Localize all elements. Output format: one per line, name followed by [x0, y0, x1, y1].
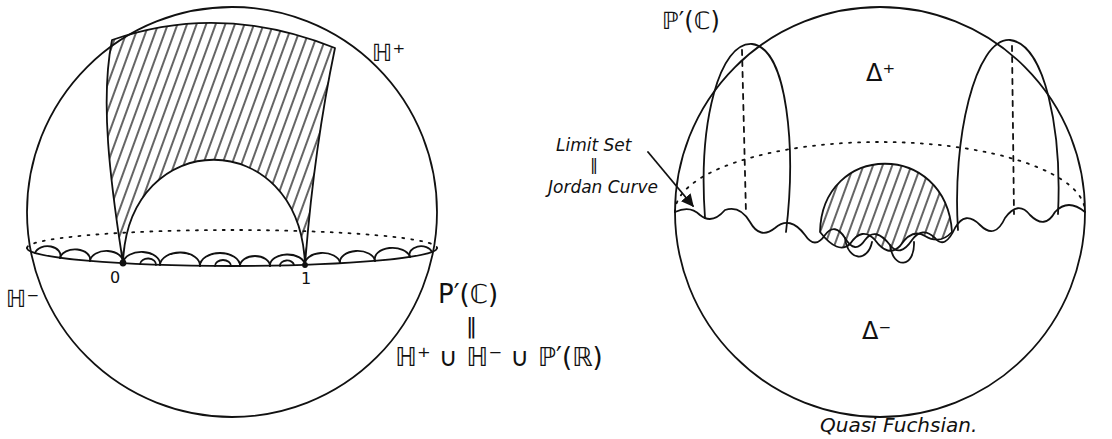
equals-sign: ‖ [590, 156, 598, 174]
space-label: P′(ℂ) [438, 280, 498, 309]
riemann-sphere [27, 7, 437, 417]
riemann-sphere [675, 7, 1085, 417]
limit-arch-back [1012, 46, 1014, 214]
jordan-curve [675, 205, 1085, 250]
limit-arch [704, 44, 790, 232]
equals-sign: ‖ [466, 314, 477, 338]
limit-arch-back [742, 50, 746, 214]
decomposition-formula: ℍ⁺ ∪ ℍ⁻ ∪ ℙ′(ℝ) [395, 343, 603, 372]
annotation-text: Limit Set [556, 136, 631, 155]
point-dot [121, 261, 126, 266]
caption-note: Quasi Fuchsian. [820, 414, 977, 436]
hatched-region [107, 23, 335, 265]
point-label: 1 [301, 270, 311, 288]
limit-arch [957, 40, 1059, 230]
region-label: Δ⁻ [862, 318, 891, 344]
hatched-dome [820, 164, 952, 251]
small-arch [890, 242, 914, 263]
equator-front [27, 248, 437, 266]
annotation-text: Jordan Curve [548, 178, 658, 197]
point-label: 0 [110, 269, 120, 287]
point-dot [303, 263, 307, 267]
geodesic-arches [35, 246, 432, 266]
small-arch [845, 238, 872, 257]
region-label: ℍ⁻ [6, 286, 39, 312]
space-label: ℙ′(ℂ) [662, 8, 720, 34]
region-label: Δ⁺ [866, 60, 895, 86]
equator-back [27, 230, 437, 248]
region-label: ℍ⁺ [372, 40, 405, 66]
